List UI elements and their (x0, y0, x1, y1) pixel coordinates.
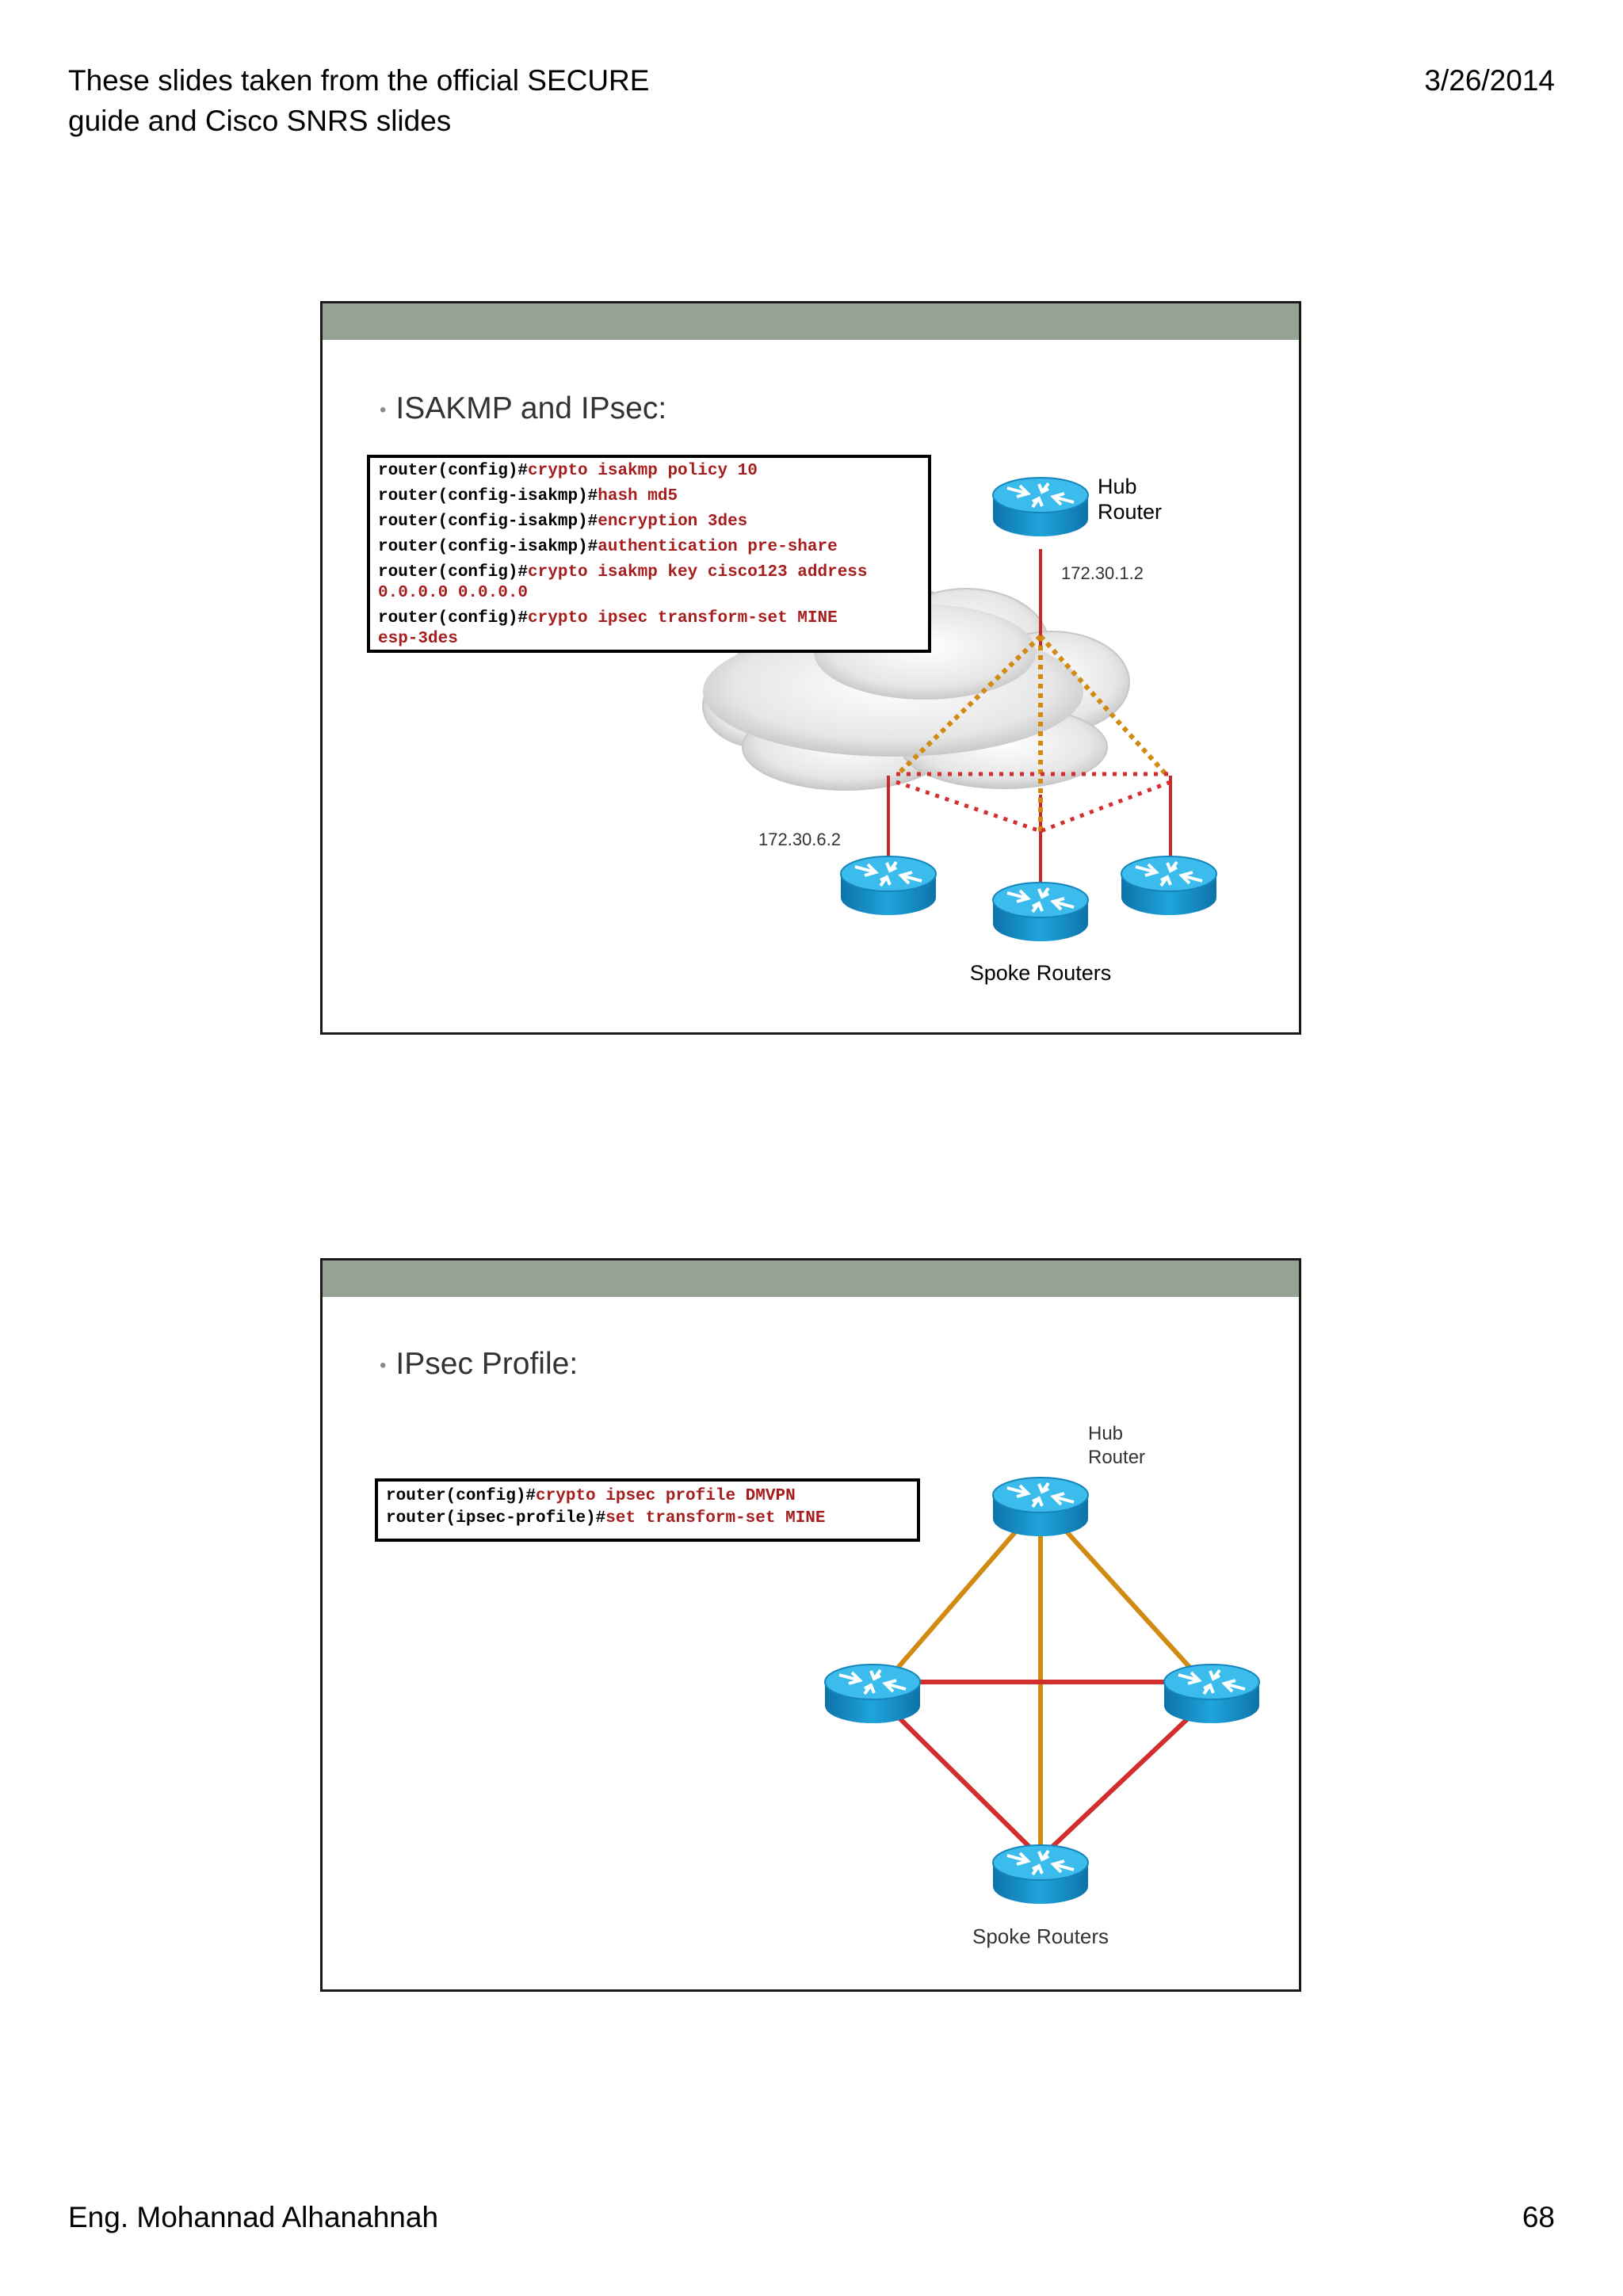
cli-line: router(config-isakmp)#hash md5 (378, 487, 678, 505)
spoke-routers-label: Spoke Routers (972, 1924, 1109, 1948)
page-number: 68 (1522, 2201, 1555, 2233)
page-header-title: These slides taken from the official SEC… (68, 60, 781, 141)
spoke-spoke-tunnels (896, 772, 1171, 833)
cli-line: router(config-isakmp)#authentication pre… (378, 538, 838, 556)
router-icon (991, 476, 1090, 538)
spoke-routers-label: Spoke Routers (970, 961, 1112, 985)
bullet-text: ISAKMP and IPsec: (395, 391, 667, 425)
bullet-dot: • (380, 399, 387, 421)
router-icon (839, 855, 938, 917)
header-title-line: These slides taken from the official SEC… (68, 64, 650, 97)
cli-line-continued: esp-3des (378, 630, 458, 648)
slide-bullet: • IPsec Profile: (380, 1346, 578, 1384)
page-header-date: 3/26/2014 (1424, 64, 1555, 97)
router-icon (991, 1844, 1090, 1905)
hub-router-label: Hub (1088, 1423, 1123, 1444)
hub-router-label: Router (1088, 1447, 1145, 1468)
header-title-line: guide and Cisco SNRS slides (68, 105, 452, 137)
hub-spoke-tunnels (875, 1501, 1214, 1852)
router-icon (991, 881, 1090, 943)
dmvpn-mesh-diagram: Hub Router Spoke Routers (823, 1423, 1261, 1948)
slide-title-bar (323, 1261, 1299, 1297)
router-icon (823, 1663, 922, 1725)
hub-spoke-tunnels (896, 634, 1168, 833)
hub-ip-label: 172.30.1.2 (1061, 563, 1144, 583)
spoke-ip-label: 172.30.6.2 (758, 830, 841, 849)
cli-line: router(config)#crypto isakmp policy 10 (378, 462, 758, 480)
cli-config-box: router(config)#crypto isakmp policy 10 r… (367, 455, 931, 653)
slide-bullet: • ISAKMP and IPsec: (380, 391, 666, 429)
cli-line: router(config)#crypto isakmp key cisco12… (378, 563, 868, 582)
slide-title-bar (323, 303, 1299, 340)
bullet-text: IPsec Profile: (395, 1347, 579, 1381)
hub-router-label: Hub (1098, 475, 1137, 498)
hub-spoke-cloud-diagram: Hub Router 172.30.1.2 172.30.6.2 Spoke R… (702, 475, 1218, 985)
cli-config-box: router(config)#crypto ipsec profile DMVP… (375, 1478, 920, 1542)
router-icon (991, 1476, 1090, 1538)
router-icon (1163, 1663, 1261, 1725)
page-footer-author: Eng. Mohannad Alhanahnah (68, 2201, 439, 2233)
slide-ipsec-profile: • IPsec Profile: router(config)#crypto ip… (320, 1258, 1301, 1992)
cli-line: router(ipsec-profile)#set transform-set … (386, 1509, 826, 1527)
hub-router-label: Router (1098, 500, 1162, 524)
cli-line-continued: 0.0.0.0 0.0.0.0 (378, 584, 529, 602)
bullet-dot: • (380, 1354, 387, 1376)
slide-isakmp-ipsec: • ISAKMP and IPsec: (320, 301, 1301, 1035)
router-icon (1120, 855, 1218, 917)
cli-line: router(config)#crypto ipsec profile DMVP… (386, 1487, 796, 1505)
cli-line: router(config)#crypto ipsec transform-se… (378, 609, 838, 627)
cli-line: router(config-isakmp)#encryption 3des (378, 513, 748, 531)
physical-links (887, 549, 1172, 890)
